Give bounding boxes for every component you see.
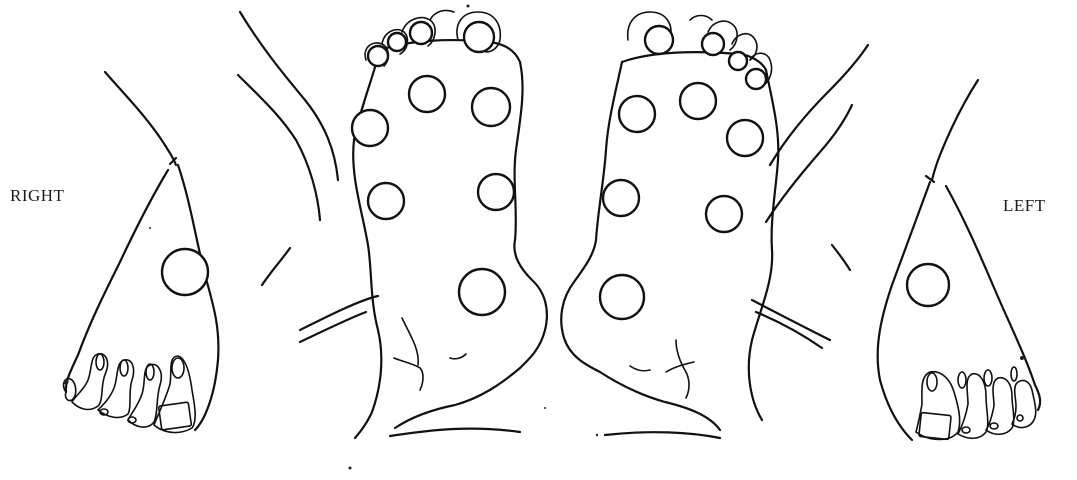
left-foot-plantar [561, 12, 868, 438]
test-site-right-plantar-4 [368, 183, 404, 219]
test-site-right-plantar-2 [472, 88, 510, 126]
test-site-left-toe-4 [729, 52, 747, 70]
test-site-left-plantar-2 [680, 83, 716, 119]
left-side-label: LEFT [1003, 196, 1046, 216]
test-site-left-toe-3 [702, 33, 724, 55]
test-site-left-plantar-6 [600, 275, 644, 319]
right-foot-dorsal [64, 72, 219, 433]
test-site-right-plantar-5 [478, 174, 514, 210]
test-site-right-toe-3 [410, 22, 432, 44]
test-site-right-plantar-6 [459, 269, 505, 315]
test-site-right-toe-1 [464, 22, 494, 52]
test-site-right-toe-4 [388, 33, 406, 51]
test-site-right-toe-5 [368, 46, 388, 66]
right-foot-plantar [238, 10, 547, 438]
test-site-left-toe-1 [645, 26, 673, 54]
test-site-left-dorsal [907, 264, 949, 306]
test-site-right-dorsal [162, 249, 208, 295]
test-site-left-plantar-4 [603, 180, 639, 216]
left-foot-dorsal [878, 80, 1040, 440]
test-site-right-plantar-1 [409, 76, 445, 112]
test-site-right-plantar-3 [352, 110, 388, 146]
test-site-left-plantar-5 [706, 196, 742, 232]
right-side-label: RIGHT [10, 186, 64, 206]
test-site-left-toe-5 [746, 69, 766, 89]
test-site-left-plantar-3 [727, 120, 763, 156]
test-site-left-plantar-1 [619, 96, 655, 132]
